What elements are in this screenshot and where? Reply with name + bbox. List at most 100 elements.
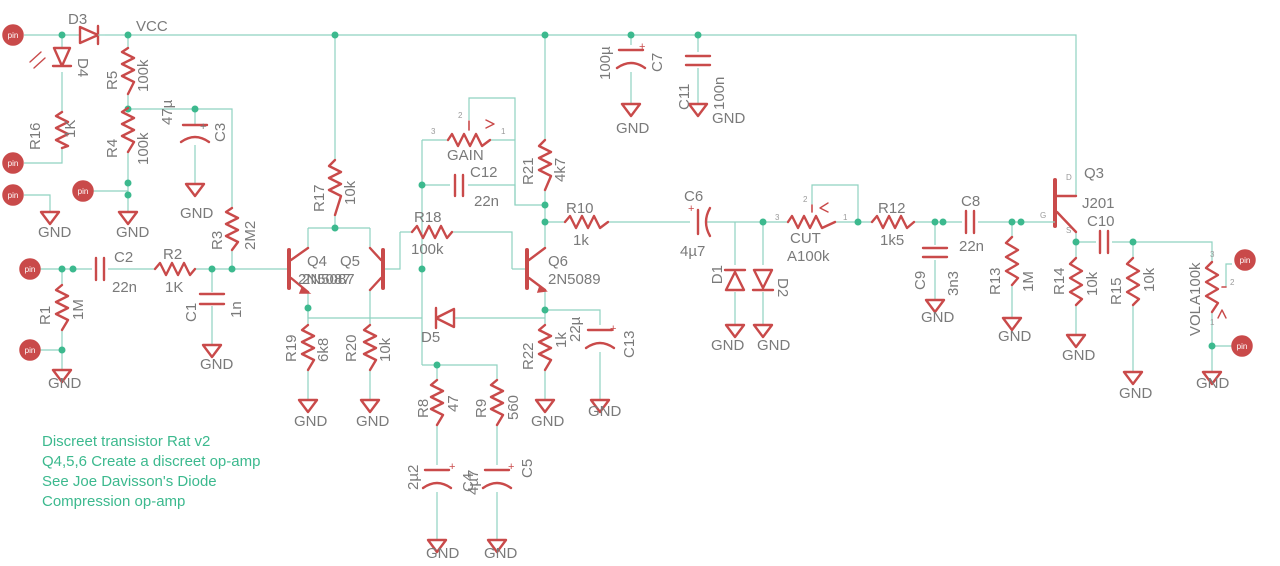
svg-text:Q4: Q4 [307, 253, 327, 270]
svg-text:VOL: VOL [1187, 306, 1204, 336]
svg-text:R8: R8 [415, 399, 432, 418]
svg-text:Q5: Q5 [340, 253, 360, 270]
svg-text:+: + [688, 203, 694, 215]
svg-text:pin: pin [1237, 342, 1248, 351]
svg-text:R21: R21 [520, 157, 537, 185]
svg-text:4µ7: 4µ7 [465, 470, 482, 495]
svg-text:10k: 10k [342, 180, 359, 205]
svg-text:100k: 100k [135, 132, 152, 165]
svg-text:3: 3 [775, 213, 780, 222]
svg-text:1: 1 [501, 127, 506, 136]
port-pin-4: pin [72, 180, 94, 202]
note-line: Q4,5,6 Create a discreet op-amp [42, 453, 260, 470]
gnd-label: GND [356, 413, 390, 430]
svg-text:4k7: 4k7 [552, 158, 569, 182]
svg-text:pin: pin [1240, 256, 1251, 265]
svg-text:22n: 22n [474, 193, 499, 210]
gnd-label: GND [426, 545, 460, 562]
resistor-r15: R15 10k [1108, 256, 1158, 307]
svg-text:4µ7: 4µ7 [680, 243, 705, 260]
svg-text:+: + [449, 461, 455, 473]
gnd-label: GND [484, 545, 518, 562]
svg-text:10k: 10k [377, 337, 394, 362]
port-pin-3: pin [2, 184, 24, 206]
resistor-r5: R5 100k [104, 46, 152, 96]
svg-text:1n: 1n [228, 301, 245, 318]
capacitor-c7: + C7 100µ [597, 41, 666, 80]
gnd-label: GND [616, 120, 650, 137]
port-pin-1: pin [2, 24, 24, 46]
resistor-r20: R20 10k [343, 323, 394, 372]
svg-text:1: 1 [1210, 318, 1215, 327]
svg-text:3: 3 [1210, 250, 1215, 259]
svg-text:R14: R14 [1051, 267, 1068, 295]
svg-text:560: 560 [505, 395, 522, 420]
svg-text:Q3: Q3 [1084, 165, 1104, 182]
svg-text:100k: 100k [411, 241, 444, 258]
svg-text:2N5089: 2N5089 [548, 271, 601, 288]
gnd-symbols [39, 102, 1223, 554]
resistor-r9: R9 560 [473, 378, 522, 427]
svg-text:C8: C8 [961, 193, 980, 210]
diode-d5: D5 [421, 306, 456, 346]
svg-text:pin: pin [8, 31, 19, 40]
gnd-label: GND [38, 224, 72, 241]
pot-cut: 3 2 1 CUT A100k [775, 195, 848, 265]
svg-text:47µ: 47µ [159, 99, 176, 125]
resistor-r22: R22 1k [520, 323, 570, 372]
gnd-label: GND [712, 110, 746, 127]
vcc-label: VCC [136, 18, 168, 35]
resistor-r16: R16 1K [27, 110, 79, 150]
svg-text:+: + [610, 323, 616, 335]
junctions [58, 31, 1216, 369]
svg-text:D5: D5 [421, 329, 440, 346]
svg-text:47: 47 [445, 395, 462, 412]
svg-text:1k5: 1k5 [880, 232, 904, 249]
capacitor-c2: C2 22n [94, 249, 137, 296]
svg-text:C5: C5 [519, 459, 536, 478]
svg-text:R9: R9 [473, 399, 490, 418]
svg-text:1M: 1M [1020, 271, 1037, 292]
capacitor-c12: C12 22n [453, 164, 499, 210]
svg-text:pin: pin [25, 346, 36, 355]
note-line: Compression op-amp [42, 493, 185, 510]
svg-text:R10: R10 [566, 200, 594, 217]
svg-text:R5: R5 [104, 71, 121, 90]
resistor-r4: R4 100k [104, 106, 152, 165]
svg-text:C9: C9 [912, 271, 929, 290]
svg-text:pin: pin [25, 265, 36, 274]
gnd-label: GND [921, 309, 955, 326]
svg-text:R16: R16 [27, 122, 44, 150]
resistor-r8: R8 47 [415, 378, 462, 427]
svg-text:1k: 1k [573, 232, 589, 249]
resistor-r1: R1 1M [37, 283, 87, 332]
svg-text:R18: R18 [414, 209, 442, 226]
svg-text:C6: C6 [684, 188, 703, 205]
transistor-q5: Q5 2N5087 [302, 246, 385, 292]
pot-vol: 3 2 1 A100k VOL [1187, 250, 1235, 336]
gnd-label: GND [1196, 375, 1230, 392]
gnd-label: GND [998, 328, 1032, 345]
svg-text:R12: R12 [878, 200, 906, 217]
svg-text:2: 2 [803, 195, 808, 204]
svg-text:R19: R19 [283, 334, 300, 362]
port-pin-2: pin [2, 152, 24, 174]
svg-text:A100k: A100k [1187, 262, 1204, 305]
svg-text:D1: D1 [709, 265, 726, 284]
gnd-label: GND [1119, 385, 1153, 402]
svg-text:C3: C3 [212, 123, 229, 142]
svg-text:2: 2 [458, 111, 463, 120]
capacitor-c1: C1 1n [183, 292, 245, 322]
gnd-label: GND [294, 413, 328, 430]
port-pin-6: pin [19, 339, 41, 361]
gnd-label: GND [180, 205, 214, 222]
capacitor-c5: + 4µ7 C5 [465, 459, 536, 495]
svg-text:3n3: 3n3 [945, 271, 962, 296]
gnd-label: GND [531, 413, 565, 430]
svg-text:+: + [200, 121, 206, 133]
gnd-label: GND [1062, 347, 1096, 364]
svg-text:CUT: CUT [790, 230, 821, 247]
svg-text:1K: 1K [165, 279, 183, 296]
gnd-labels: GND GND GND GND GND GND GND GND GND GND … [38, 110, 1230, 562]
transistor-q3: Q3 J201 D G S [1040, 165, 1115, 235]
